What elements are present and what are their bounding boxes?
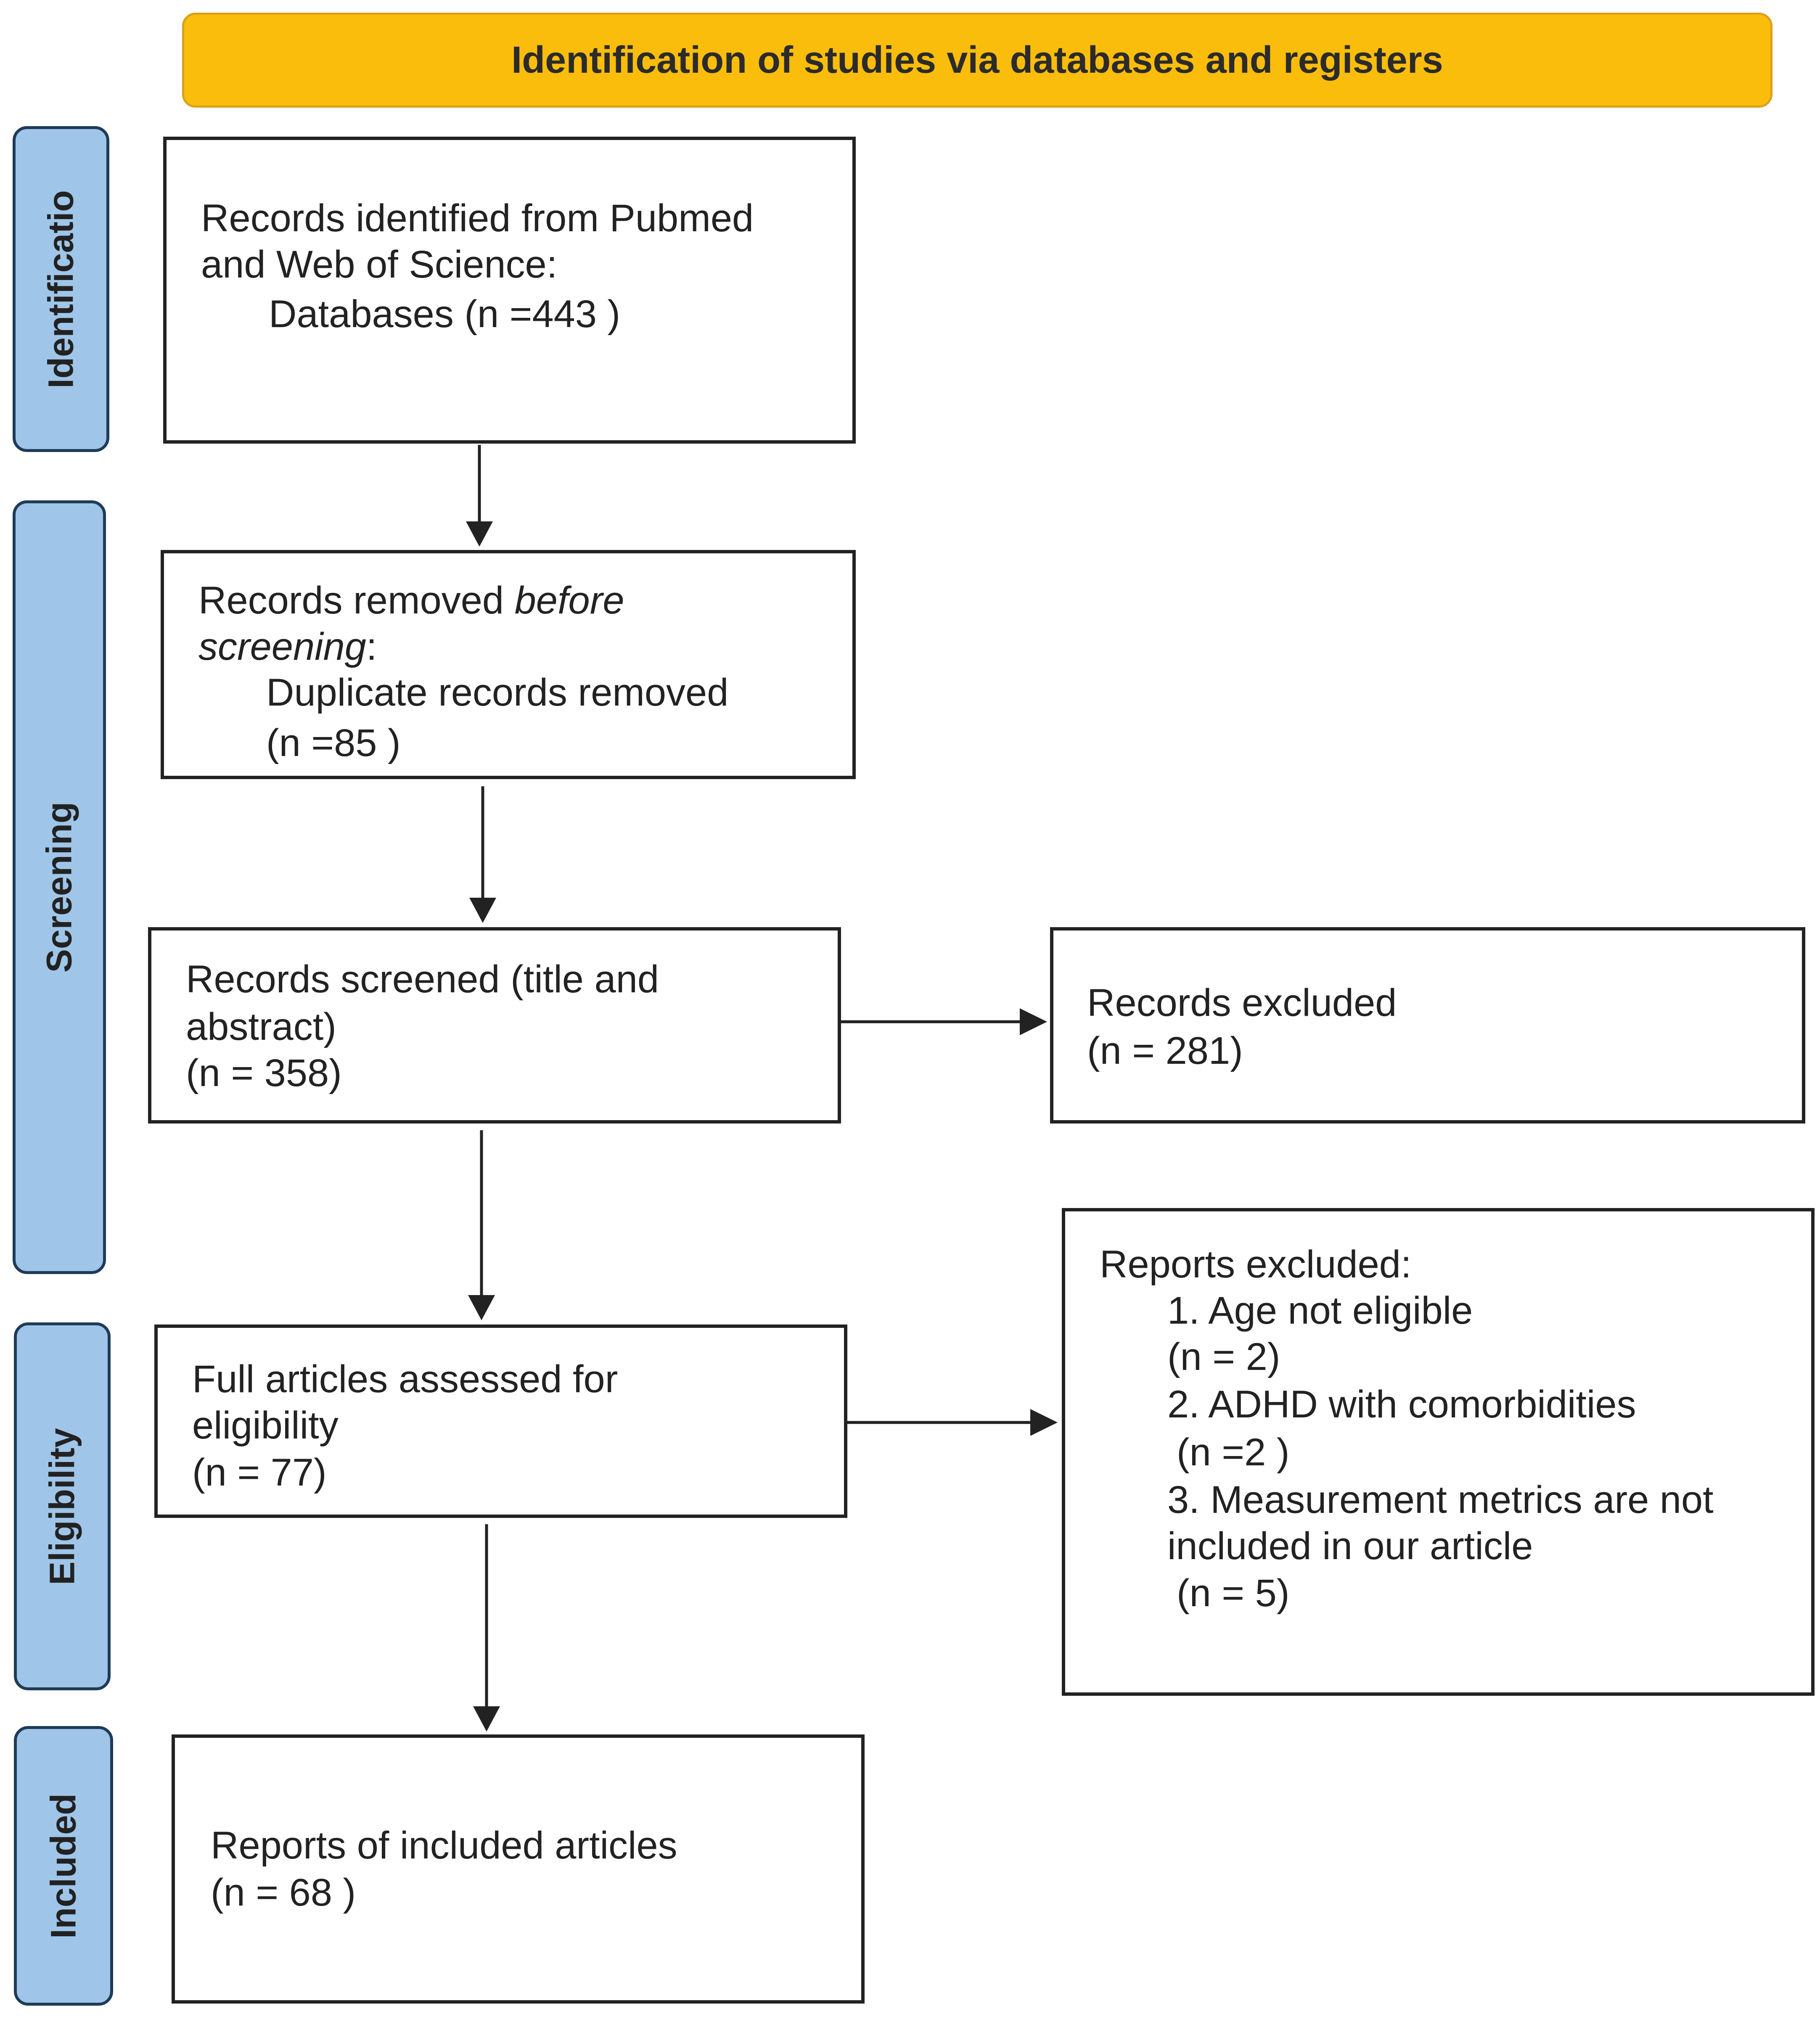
arrowhead-assessed-to-included bbox=[473, 1706, 500, 1732]
title-banner: Identification of studies via databases … bbox=[182, 13, 1772, 108]
records-screened-line1: Records screened (title and bbox=[186, 958, 659, 1001]
included-articles-box: Reports of included articles (n = 68 ) bbox=[172, 1734, 865, 2004]
records-identified-box: Records identified from Pubmed and Web o… bbox=[163, 137, 856, 444]
stage-label-screening: Screening bbox=[13, 500, 106, 1274]
duplicate-records-count: (n =85 ) bbox=[266, 722, 401, 764]
exclusion-reason-1: 1. Age not eligible bbox=[1167, 1289, 1473, 1332]
arrowhead-screened-to-assessed bbox=[468, 1295, 495, 1320]
exclusion-reason-3-line2: included in our article bbox=[1167, 1525, 1533, 1568]
stage-label-eligibility: Eligibility bbox=[14, 1322, 111, 1690]
arrowhead-screened-to-excluded bbox=[1020, 1008, 1047, 1035]
duplicate-records-label: Duplicate records removed bbox=[266, 671, 729, 714]
arrowhead-removed-to-screened bbox=[469, 898, 496, 923]
exclusion-reason-2: 2. ADHD with comorbidities bbox=[1167, 1383, 1636, 1426]
records-excluded-box: Records excluded (n = 281) bbox=[1050, 927, 1805, 1124]
exclusion-reason-2-count: (n =2 ) bbox=[1177, 1431, 1290, 1474]
records-screened-box: Records screened (title and abstract) (n… bbox=[148, 927, 841, 1124]
records-removed-line2-colon: : bbox=[366, 625, 377, 668]
full-articles-line1: Full articles assessed for bbox=[192, 1358, 618, 1401]
records-removed-line2: screening: bbox=[198, 627, 377, 666]
records-identified-line2: and Web of Science: bbox=[201, 243, 558, 286]
full-articles-assessed-box: Full articles assessed for eligibility (… bbox=[154, 1324, 847, 1518]
included-articles-label: Reports of included articles bbox=[211, 1824, 677, 1867]
records-excluded-count: (n = 281) bbox=[1087, 1029, 1243, 1072]
arrowhead-assessed-to-reports-excluded bbox=[1030, 1409, 1058, 1436]
reports-excluded-title: Reports excluded: bbox=[1100, 1243, 1412, 1286]
records-removed-line1: Records removed before bbox=[198, 581, 624, 620]
full-articles-count: (n = 77) bbox=[192, 1451, 327, 1494]
stage-label-identification: Identificatio bbox=[13, 126, 109, 452]
records-removed-line2-italic: screening bbox=[198, 625, 366, 668]
full-articles-line2: eligibility bbox=[192, 1404, 339, 1447]
records-identified-count: Databases (n =443 ) bbox=[269, 293, 621, 336]
reports-excluded-box: Reports excluded: 1. Age not eligible (n… bbox=[1062, 1208, 1815, 1696]
included-articles-count: (n = 68 ) bbox=[211, 1871, 356, 1914]
exclusion-reason-1-count: (n = 2) bbox=[1167, 1335, 1280, 1378]
records-removed-line1-text: Records removed bbox=[198, 579, 515, 622]
title-text: Identification of studies via databases … bbox=[511, 39, 1443, 81]
records-removed-box: Records removed before screening: Duplic… bbox=[161, 550, 856, 779]
stage-label-included: Included bbox=[14, 1726, 113, 2006]
records-screened-count: (n = 358) bbox=[186, 1052, 342, 1094]
exclusion-reason-3-line1: 3. Measurement metrics are not bbox=[1167, 1478, 1714, 1521]
exclusion-reason-3-count: (n = 5) bbox=[1177, 1572, 1290, 1615]
arrowhead-identified-to-removed bbox=[466, 521, 493, 547]
records-removed-line1-italic: before bbox=[514, 579, 624, 622]
records-identified-line1: Records identified from Pubmed bbox=[201, 197, 754, 240]
records-excluded-label: Records excluded bbox=[1087, 981, 1397, 1024]
records-screened-line2: abstract) bbox=[186, 1005, 336, 1048]
